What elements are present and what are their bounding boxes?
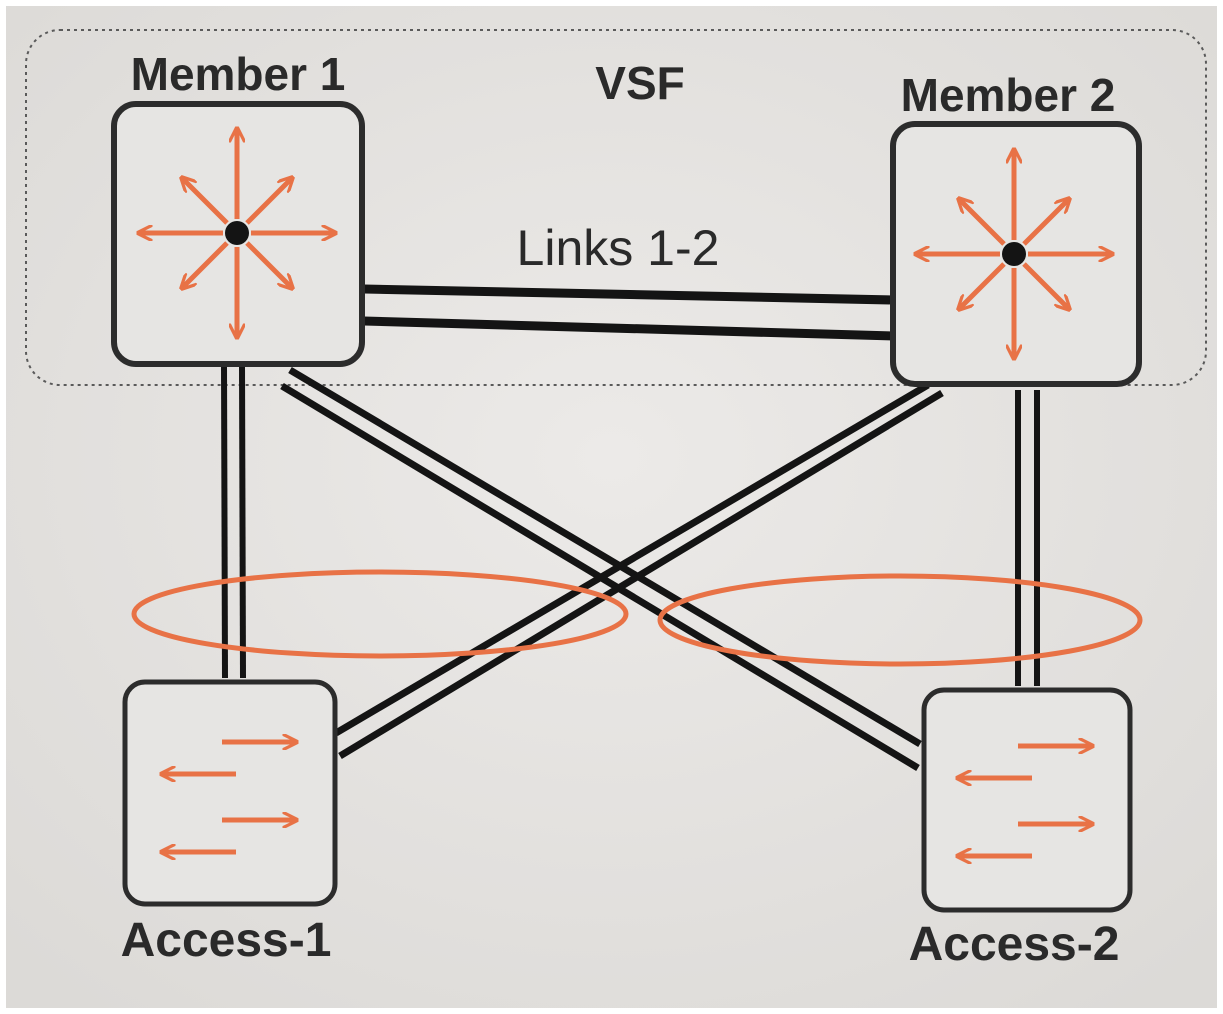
lag-ring-access-2	[657, 573, 1143, 667]
member-2-node	[890, 121, 1142, 387]
switch-icon	[958, 746, 1092, 856]
member-1-node	[111, 101, 365, 367]
uplink-member1-access1	[221, 364, 246, 679]
router-icon	[916, 150, 1112, 358]
lag-ring-access-1	[131, 569, 629, 659]
switch-icon	[162, 742, 296, 852]
member-1-label: Member 1	[131, 48, 346, 100]
access-2-node	[921, 687, 1133, 913]
uplink-member2-access1	[334, 381, 944, 759]
uplink-member2-access2	[1015, 390, 1040, 686]
access-1-label: Access-1	[121, 914, 332, 967]
vsf-link-label: Links 1-2	[517, 220, 720, 276]
router-icon	[139, 129, 335, 337]
vsf-link	[363, 284, 894, 341]
vsf-group-boundary	[25, 29, 1207, 386]
access-1-node	[122, 679, 338, 907]
member-2-label: Member 2	[901, 69, 1116, 121]
router-center-dot	[225, 221, 249, 245]
router-center-dot	[1002, 242, 1026, 266]
access-2-label: Access-2	[909, 918, 1120, 971]
vsf-group-label: VSF	[595, 57, 684, 109]
